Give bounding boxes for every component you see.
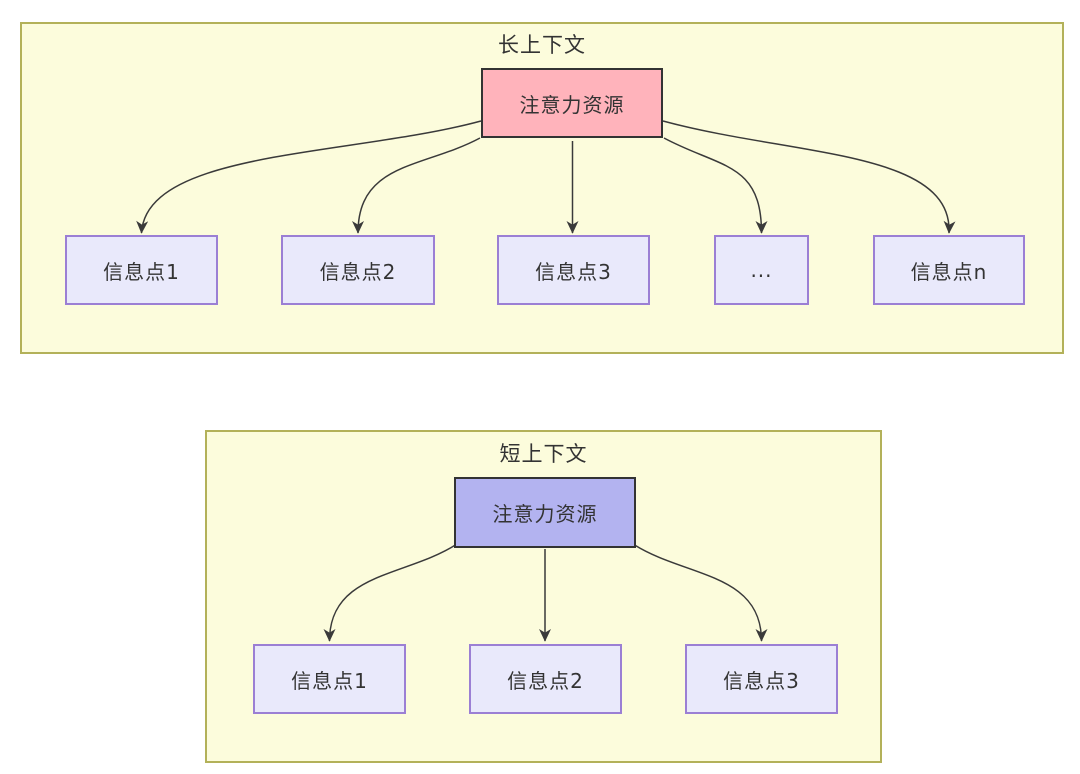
info-point-label: 信息点1 bbox=[291, 668, 368, 693]
attention-resource-label: 注意力资源 bbox=[492, 502, 598, 526]
attention-resource-label: 注意力资源 bbox=[519, 92, 625, 117]
attention-resource-node-long: 注意力资源 bbox=[481, 68, 663, 138]
info-point-label: 信息点2 bbox=[319, 259, 397, 284]
attention-resource-node-short: 注意力资源 bbox=[454, 477, 636, 548]
info-point-node-n: 信息点n bbox=[873, 235, 1025, 305]
info-point-node-s1: 信息点1 bbox=[253, 644, 406, 714]
info-point-node-ellipsis: ... bbox=[714, 235, 809, 305]
info-point-label: 信息点3 bbox=[535, 259, 612, 284]
info-point-label: 信息点2 bbox=[507, 668, 584, 693]
info-point-node-2: 信息点2 bbox=[281, 235, 435, 305]
long-context-title: 长上下文 bbox=[498, 33, 586, 57]
info-point-label: ... bbox=[750, 258, 773, 282]
info-point-label: 信息点n bbox=[910, 259, 988, 284]
info-point-node-s2: 信息点2 bbox=[469, 644, 622, 714]
info-point-node-1: 信息点1 bbox=[65, 235, 218, 305]
short-context-title: 短上下文 bbox=[499, 442, 588, 466]
info-point-label: 信息点1 bbox=[103, 259, 180, 284]
info-point-label: 信息点3 bbox=[723, 668, 800, 693]
info-point-node-3: 信息点3 bbox=[497, 235, 650, 305]
info-point-node-s3: 信息点3 bbox=[685, 644, 838, 714]
